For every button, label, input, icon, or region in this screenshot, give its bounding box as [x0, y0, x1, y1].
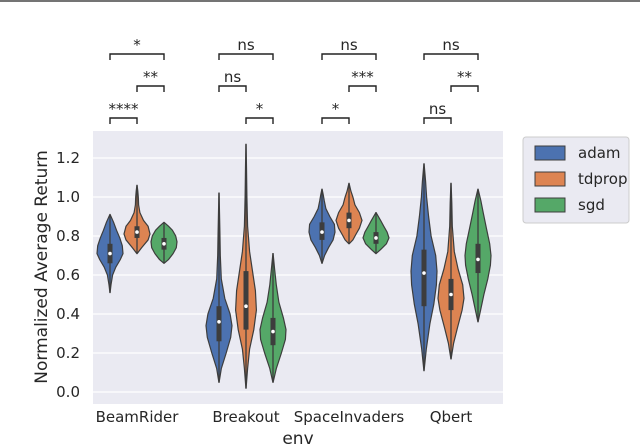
x-tick-label: Breakout — [212, 408, 279, 426]
violin-adam-qbert — [410, 163, 438, 372]
x-tick-labels: BeamRider Breakout SpaceInvaders Qbert — [96, 408, 473, 426]
y-tick-label: 0.8 — [56, 227, 80, 245]
y-tick-label: 0.6 — [56, 266, 80, 284]
violin-median — [135, 230, 139, 234]
significance-bracket: * — [109, 36, 165, 60]
bracket-line — [321, 117, 350, 124]
legend-label-sgd: sgd — [578, 196, 605, 214]
violin-median — [162, 242, 166, 246]
violin-sgd-beamrider — [150, 221, 178, 264]
violin-adam-beamrider — [96, 213, 124, 294]
x-tick-label: Qbert — [430, 408, 473, 426]
bracket-line — [423, 117, 452, 124]
violin-tdprop-breakout — [234, 143, 258, 389]
y-tick-labels: 0.0 0.2 0.4 0.6 0.8 1.0 1.2 — [56, 149, 80, 401]
significance-label: * — [133, 36, 141, 54]
y-axis-title: Normalized Average Return — [32, 150, 52, 383]
significance-label: ns — [429, 100, 447, 118]
significance-bracket: **** — [109, 100, 140, 124]
violins — [96, 143, 492, 389]
y-tick-label: 0.2 — [56, 344, 80, 362]
violin-adam-spaceinvaders — [308, 188, 336, 264]
violin-tdprop-qbert — [437, 182, 465, 360]
legend-label-adam: adam — [578, 144, 621, 162]
significance-bracket: * — [321, 100, 350, 124]
violin-median — [271, 329, 275, 334]
significance-label: ns — [340, 36, 358, 54]
violin-median — [476, 257, 480, 262]
bracket-line — [245, 117, 274, 124]
legend-swatch-sgd — [534, 197, 566, 213]
violin-median — [244, 304, 248, 309]
violin-median — [217, 320, 221, 324]
violin-sgd-spaceinvaders — [362, 212, 390, 255]
violin-tdprop-spaceinvaders — [335, 182, 363, 245]
violin-median — [108, 251, 112, 256]
significance-label: ns — [224, 68, 242, 86]
legend: adam tdprop sgd — [522, 136, 630, 224]
significance-label: * — [256, 100, 264, 118]
violin-median — [422, 271, 426, 275]
x-tick-label: SpaceInvaders — [294, 408, 405, 426]
significance-bracket: ns — [218, 36, 274, 60]
violin-median — [374, 236, 378, 240]
significance-label: ns — [442, 36, 460, 54]
y-tick-label: 0.0 — [56, 383, 80, 401]
x-axis-title: env — [282, 429, 313, 448]
bracket-line — [450, 85, 479, 92]
violin-iqr-box — [421, 249, 427, 307]
violin-iqr-box — [243, 271, 249, 330]
violin-iqr-box — [216, 306, 222, 342]
bracket-line — [348, 85, 377, 92]
plot-area — [93, 131, 503, 404]
violin-median — [347, 218, 351, 223]
bracket-line — [136, 85, 165, 92]
violin-adam-breakout — [205, 192, 233, 383]
legend-label-tdprop: tdprop — [578, 170, 627, 188]
bracket-line — [218, 85, 247, 92]
significance-bracket: *** — [348, 68, 377, 92]
bracket-line — [321, 53, 377, 60]
significance-label: ** — [457, 68, 473, 86]
significance-bracket: ** — [136, 68, 165, 92]
legend-swatch-adam — [534, 145, 566, 161]
violin-median — [320, 230, 324, 234]
y-tick-label: 1.0 — [56, 188, 80, 206]
y-tick-label: 0.4 — [56, 305, 80, 323]
violin-median — [449, 292, 453, 297]
significance-bracket: ns — [423, 36, 479, 60]
significance-label: ns — [237, 36, 255, 54]
significance-bracket: ns — [218, 68, 247, 92]
bracket-line — [109, 117, 138, 124]
y-tick-label: 1.2 — [56, 149, 80, 167]
significance-label: *** — [351, 68, 374, 86]
bracket-line — [423, 53, 479, 60]
significance-label: * — [332, 100, 340, 118]
significance-label: **** — [109, 100, 140, 118]
significance-bracket: ** — [450, 68, 479, 92]
legend-swatch-tdprop — [534, 171, 566, 187]
bracket-line — [218, 53, 274, 60]
legend-items: adam tdprop sgd — [534, 144, 627, 214]
significance-bracket: ns — [423, 100, 452, 124]
violin-tdprop-beamrider — [123, 184, 151, 255]
violin-sgd-qbert — [464, 188, 492, 323]
significance-bracket: ns — [321, 36, 377, 60]
bracket-line — [109, 53, 165, 60]
significance-bracket: * — [245, 100, 274, 124]
x-tick-label: BeamRider — [96, 408, 180, 426]
violin-sgd-breakout — [259, 253, 287, 383]
significance-label: ** — [143, 68, 159, 86]
